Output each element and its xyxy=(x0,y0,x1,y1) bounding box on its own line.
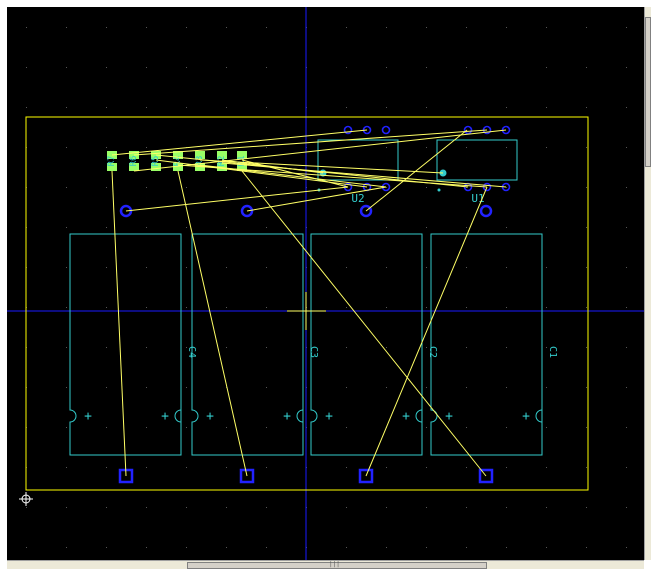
resistor-label: R5 xyxy=(151,156,161,167)
round-pad xyxy=(240,204,254,218)
resistor-label: R1 xyxy=(237,156,247,167)
vertical-scroll-thumb[interactable] xyxy=(645,17,651,167)
board-outline xyxy=(25,116,589,491)
ic-pin-pad xyxy=(463,125,473,135)
resistor-label: R6 xyxy=(129,156,139,167)
square-pad xyxy=(478,468,494,484)
resistor-r1[interactable]: R1 xyxy=(237,151,247,171)
round-pad xyxy=(359,204,373,218)
capacitor-polarity-mark: + xyxy=(522,409,530,424)
crosshair-origin-icon xyxy=(19,492,33,506)
ic-pin-pad xyxy=(381,125,391,135)
ic-pin-pad xyxy=(343,125,353,135)
capacitor-c3[interactable]: + + C3 xyxy=(191,204,319,484)
ic-label: U2 xyxy=(351,192,364,205)
capacitor-polarity-mark: + xyxy=(84,409,92,424)
ratsnest-connections xyxy=(111,129,507,477)
resistor-r3[interactable]: R3 xyxy=(195,151,205,171)
vertical-scrollbar[interactable] xyxy=(644,7,651,560)
square-pad xyxy=(358,468,374,484)
crosshair-cursor-icon xyxy=(287,292,326,330)
scroll-grip-icon: ||| xyxy=(329,561,340,568)
capacitor-polarity-mark: + xyxy=(325,409,333,424)
resistor-r7[interactable]: R7 xyxy=(107,151,117,171)
capacitor-c1[interactable]: + + C1 xyxy=(430,204,558,484)
resistor-label: R7 xyxy=(107,156,117,167)
ic-u2[interactable]: U2 xyxy=(317,125,399,206)
ic-u1[interactable]: U1 xyxy=(436,125,518,206)
horizontal-scrollbar[interactable]: ||| xyxy=(7,560,644,569)
resistor-label: R4 xyxy=(173,156,183,167)
capacitor-c4[interactable]: ++C4 xyxy=(69,204,197,484)
resistor-r6[interactable]: R6 xyxy=(129,151,139,171)
capacitor-polarity-mark: + xyxy=(445,409,453,424)
capacitor-label: C2 xyxy=(427,346,438,358)
grid-dots xyxy=(26,27,627,548)
capacitor-polarity-mark: + xyxy=(206,409,214,424)
resistor-label: R3 xyxy=(195,156,205,167)
round-pad xyxy=(479,204,493,218)
round-pad xyxy=(119,204,133,218)
capacitor-c2[interactable]: + + C2 xyxy=(310,204,438,484)
resistor-r4[interactable]: R4 xyxy=(173,151,183,171)
capacitor-label: C1 xyxy=(547,346,558,358)
capacitor-polarity-mark: + xyxy=(402,409,410,424)
square-pad xyxy=(239,468,255,484)
capacitor-label: C3 xyxy=(308,346,319,358)
capacitor-polarity-mark: + xyxy=(283,409,291,424)
capacitor-polarity-mark: + xyxy=(161,409,169,424)
